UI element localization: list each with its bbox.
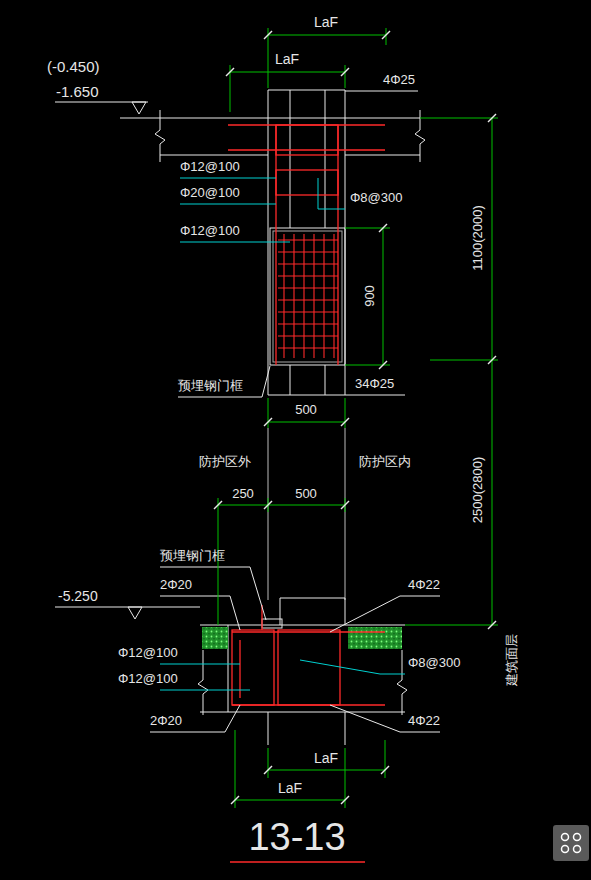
drawing-label: 4Φ22 bbox=[408, 578, 440, 593]
drawing-label: 防护区内 bbox=[359, 455, 411, 470]
drawing-label: 预埋钢门框 bbox=[160, 549, 225, 564]
drawing-label: LaF bbox=[278, 780, 302, 796]
drawing-label: Φ12@100 bbox=[180, 160, 240, 175]
drawing-label: LaF bbox=[314, 14, 338, 30]
drawing-label: -5.250 bbox=[58, 588, 98, 604]
drawing-label: 2Φ20 bbox=[150, 714, 182, 729]
concrete-outline bbox=[55, 90, 425, 745]
drawing-label: 预埋钢门框 bbox=[178, 379, 243, 394]
section-title: 13-13 bbox=[248, 816, 345, 860]
drawing-label: LaF bbox=[314, 750, 338, 766]
drawing-label: 250 bbox=[232, 487, 254, 502]
rebar bbox=[228, 125, 385, 705]
dimension-lines bbox=[218, 28, 498, 808]
drawing-label: Φ8@300 bbox=[350, 191, 403, 206]
drawing-label: 2Φ20 bbox=[160, 578, 192, 593]
drawing-label: Φ12@100 bbox=[118, 646, 178, 661]
dimension-ticks bbox=[214, 31, 496, 804]
drawing-label: 900 bbox=[363, 285, 378, 307]
drawing-label: LaF bbox=[275, 51, 299, 67]
title-underline bbox=[230, 861, 365, 863]
drawing-label: 2500(2800) bbox=[471, 457, 486, 524]
drawing-label: 防护区外 bbox=[199, 455, 251, 470]
drawing-label: 4Φ25 bbox=[383, 73, 415, 88]
drawing-label: Φ12@100 bbox=[180, 224, 240, 239]
leader-lines bbox=[160, 178, 405, 690]
floor-finish-hatch bbox=[202, 627, 228, 649]
toolbar-icon bbox=[553, 825, 589, 861]
drawing-label: 4Φ22 bbox=[408, 714, 440, 729]
drawing-label: -1.650 bbox=[56, 83, 99, 100]
floor-finish-hatch bbox=[348, 627, 402, 649]
drawing-label: 500 bbox=[295, 487, 317, 502]
drawing-label: Φ12@100 bbox=[118, 672, 178, 687]
drawing-label: (-0.450) bbox=[47, 58, 100, 75]
drawing-label: Φ8@300 bbox=[408, 656, 461, 671]
leader-lines bbox=[150, 91, 440, 732]
drawing-label: 1100(2000) bbox=[471, 205, 486, 271]
drawing-label: Φ20@100 bbox=[180, 186, 240, 201]
drawing-label: 建筑面层 bbox=[505, 634, 520, 686]
drawing-label: 34Φ25 bbox=[355, 377, 394, 392]
drawing-label: 500 bbox=[295, 403, 317, 418]
door-frame-bars bbox=[278, 234, 338, 358]
